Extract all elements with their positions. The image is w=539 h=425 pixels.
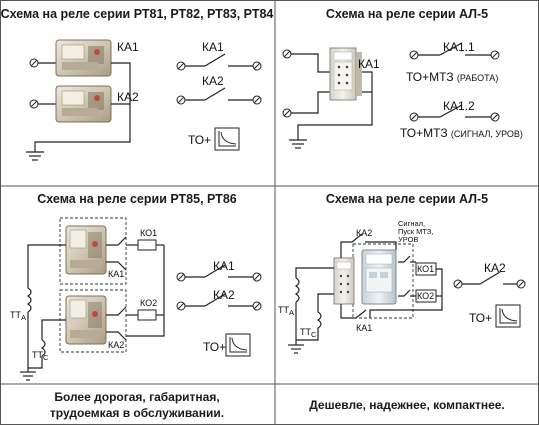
ct-coil-a [26, 287, 32, 313]
label-ka1: КА1 [358, 57, 380, 71]
contact-ka11 [409, 42, 500, 60]
terminal [29, 99, 39, 109]
contact-ka2 [176, 87, 262, 105]
ground-symbol [289, 139, 307, 149]
contact-label-ka11: КА1.1 [443, 40, 475, 54]
relay-al5-module-photo [361, 249, 397, 305]
contact-label-ka1: КА1 [213, 259, 235, 273]
label-ka2: КА2 [108, 340, 124, 350]
footer-left-line-2: трудоемкая в обслуживании. [50, 406, 224, 420]
ground-symbol [20, 371, 36, 381]
ct-coil-a [294, 277, 300, 303]
label-ko2: КО2 [417, 291, 434, 301]
ct-coil-c [316, 311, 322, 329]
contact-ka2 [176, 293, 262, 311]
label-ttc: ТТС [32, 350, 49, 362]
label-to-plus: ТО+ [188, 133, 211, 147]
label-tta: ТТА [10, 310, 26, 322]
relay-ka1-photo [65, 225, 107, 275]
contact-ka12 [409, 104, 500, 122]
relay-ka1-enclosure [59, 217, 127, 285]
terminal [282, 108, 292, 118]
relay-al5-photo [329, 47, 362, 101]
label-ka2: КА2 [117, 90, 139, 104]
contact-label-ka2: КА2 [202, 74, 224, 88]
label-ko2: КО2 [140, 298, 157, 308]
label-ko1: КО1 [417, 264, 434, 274]
mid-left-title: Схема на реле серии РТ85, РТ86 [37, 192, 237, 206]
contact-label-ka2: КА2 [484, 261, 506, 275]
scheme-al5-bottom: КО1 КО2 КА2 Сигнал, Пуск МТЗ, УРОВ КА1 Т… [278, 219, 526, 354]
coil-ko2 [137, 309, 157, 321]
terminal [282, 49, 292, 59]
relay-ka2-enclosure [59, 289, 127, 353]
scheme-al5-top: КА1 КА1.1 ТО+МТЗ (РАБОТА) КА1.2 ТО+МТЗ (… [282, 40, 523, 149]
label-tta: ТТА [278, 305, 294, 317]
contact-label-ka1: КА1 [202, 40, 224, 54]
relay-ka2-photo [55, 85, 112, 123]
contact-ka1 [176, 53, 262, 71]
time-current-curve-icon [495, 304, 521, 328]
contact-label-ka2: КА2 [213, 288, 235, 302]
caption-to-mtz-signal: ТО+МТЗ (СИГНАЛ, УРОВ) [400, 126, 523, 140]
footer-left-line-1: Более дорогая, габаритная, [54, 390, 219, 404]
label-ka2: КА2 [356, 228, 372, 238]
contact-ka1 [176, 264, 262, 282]
mid-right-title: Схема на реле серии АЛ-5 [326, 192, 488, 206]
label-ka1: КА1 [356, 323, 372, 333]
label-to-plus: ТО+ [469, 311, 492, 325]
coil-ko1 [137, 239, 157, 251]
relay-ka2-photo [65, 295, 107, 345]
ground-symbol [26, 151, 44, 161]
relay-ka1-photo [55, 39, 112, 77]
scheme-rt85: КО1 КО2 КА1 КА2 ТТА ТТС КА1 [10, 217, 262, 381]
contact-ka2 [453, 271, 526, 289]
label-to-plus: ТО+ [203, 340, 226, 354]
caption-to-mtz-work: ТО+МТЗ (РАБОТА) [406, 70, 498, 84]
time-current-curve-icon [214, 127, 240, 151]
top-left-title: Схема на реле серии РТ81, РТ82, РТ83, РТ… [1, 7, 274, 21]
label-ka1: КА1 [117, 40, 139, 54]
time-current-curve-icon [225, 333, 251, 357]
signal-line-3: УРОВ [398, 235, 418, 244]
relay-al5-photo [333, 257, 355, 305]
terminal [29, 58, 39, 68]
label-ttc: ТТС [300, 327, 317, 339]
signal-line-2: Пуск МТЗ, [398, 227, 434, 236]
ground-symbol [288, 344, 304, 354]
signal-line-1: Сигнал, [398, 219, 425, 228]
top-right-title: Схема на реле серии АЛ-5 [326, 7, 488, 21]
footer-right: Дешевле, надежнее, компактнее. [309, 398, 505, 412]
label-ka1: КА1 [108, 269, 124, 279]
contact-label-ka12: КА1.2 [443, 99, 475, 113]
ct-coil-c [40, 339, 46, 357]
scheme-rt81: КА1 КА2 КА1 КА2 ТО+ [26, 39, 262, 161]
label-ko1: КО1 [140, 228, 157, 238]
